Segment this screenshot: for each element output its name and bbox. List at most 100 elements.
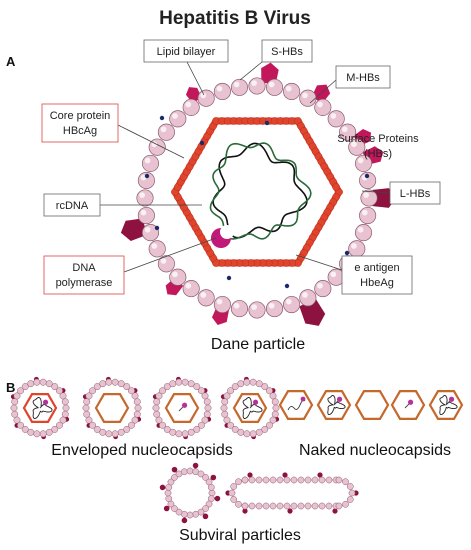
lipid-bead [157,255,175,273]
lipid-bead [248,301,266,319]
lipid-bead [230,300,249,318]
leader-s-hbs [239,61,263,81]
leader-l-hbs [361,190,391,194]
lipid-bead [359,206,377,225]
svg-text:(HBs): (HBs) [364,148,392,160]
svg-text:M-HBs: M-HBs [346,72,380,84]
svg-text:DNA: DNA [72,262,96,274]
enveloped-caption: Enveloped nucleocapsids [51,442,232,459]
lipid-bead [339,123,357,141]
lipid-bead [265,300,284,318]
rcdna-strand-black [212,142,308,239]
e-antigen-dot [154,225,160,231]
leader-m-hbs [309,79,337,104]
naked-nucleocapsid [428,390,464,420]
lipid-bead [314,280,332,298]
naked-nucleocapsid [278,390,314,420]
dane-particle-caption: Dane particle [211,336,305,353]
leader-core [117,124,185,159]
lipid-bead [354,224,373,242]
panel-a-letter: A [6,54,16,69]
lipid-bilayer-ring [136,77,378,319]
svg-text:Surface Proteins: Surface Proteins [337,133,419,145]
lipid-bead [299,289,317,307]
label-dna-polymerase: DNA polymerase [43,255,125,295]
leader-eantigen [295,254,343,271]
svg-text:e antigen: e antigen [354,262,399,274]
label-m-hbs: M-HBs [335,65,391,89]
lipid-bead [299,89,317,107]
lipid-bead [213,295,231,314]
enveloped-nucleocapsid [82,376,142,440]
e-antigen-dots [144,115,370,289]
e-antigen-dot [226,275,232,281]
lipid-bead [354,154,373,172]
label-core-protein: Core protein HBcAg [41,103,119,143]
e-antigen-dot [159,115,165,121]
enveloped-nucleocapsid [152,376,212,440]
label-rcdna: rcDNA [43,193,101,217]
panel-b-letter: B [6,380,15,395]
lipid-bead [348,138,366,156]
svg-text:polymerase: polymerase [56,277,113,289]
e-antigen-dot [364,173,370,179]
e-antigen-dot [144,173,150,179]
lipid-bead [314,98,332,116]
lipid-bead [360,189,378,207]
lipid-bead [230,78,249,96]
naked-nucleocapsid [354,390,390,420]
enveloped-nucleocapsid [220,376,280,440]
surface-protein-spike [261,62,279,85]
dane-particle [120,62,396,326]
lipid-bead [148,138,166,156]
enveloped-nucleocapsid [10,376,70,440]
core-protein-beads [171,117,343,267]
rcdna-strand-green [209,142,312,240]
lipid-bead [283,82,301,101]
lipid-bead [148,240,166,258]
leader-lines [100,59,391,273]
lipid-bead [265,78,284,96]
diagram-title: Hepatitis B Virus [159,8,311,29]
leader-lipid [185,59,205,96]
svg-text:S-HBs: S-HBs [271,46,303,58]
core-capsid [170,117,344,267]
dna-polymerase-molecule [211,225,234,248]
naked-nucleocapsid [316,390,352,420]
lipid-bead [348,240,366,258]
e-antigen-dot [264,120,270,126]
label-surface-proteins: Surface Proteins (HBs) [337,133,419,160]
subviral-caption: Subviral particles [179,527,301,544]
core-protein-bead [332,183,340,191]
leader-polymerase [123,237,217,273]
lipid-bead [197,289,215,307]
svg-text:rcDNA: rcDNA [56,200,89,212]
lipid-bead [182,98,200,116]
subviral-sphere [159,462,221,524]
svg-text:L-HBs: L-HBs [400,188,431,200]
svg-text:HBcAg: HBcAg [63,125,97,137]
panel-b-particles [10,376,464,524]
e-antigen-dot [344,250,350,256]
lipid-bead [141,224,160,242]
lipid-bead [141,154,160,172]
lipid-bead [169,110,187,128]
label-l-hbs: L-HBs [389,181,441,205]
lipid-bead [182,280,200,298]
naked-nucleocapsid [390,390,426,420]
lipid-bead [169,268,187,286]
naked-caption: Naked nucleocapsids [299,442,451,459]
lipid-bead [213,82,231,101]
surface-protein-spike [120,218,147,242]
subviral-filament [225,472,359,514]
lipid-bead [136,189,154,207]
svg-text:Core protein: Core protein [50,110,111,122]
lipid-bead [327,110,345,128]
lipid-bead [157,123,175,141]
lipid-bead [197,89,215,107]
lipid-bead [137,206,155,225]
lipid-bead [248,77,266,95]
label-e-antigen: e antigen HbeAg [341,255,413,295]
label-s-hbs: S-HBs [261,39,313,63]
